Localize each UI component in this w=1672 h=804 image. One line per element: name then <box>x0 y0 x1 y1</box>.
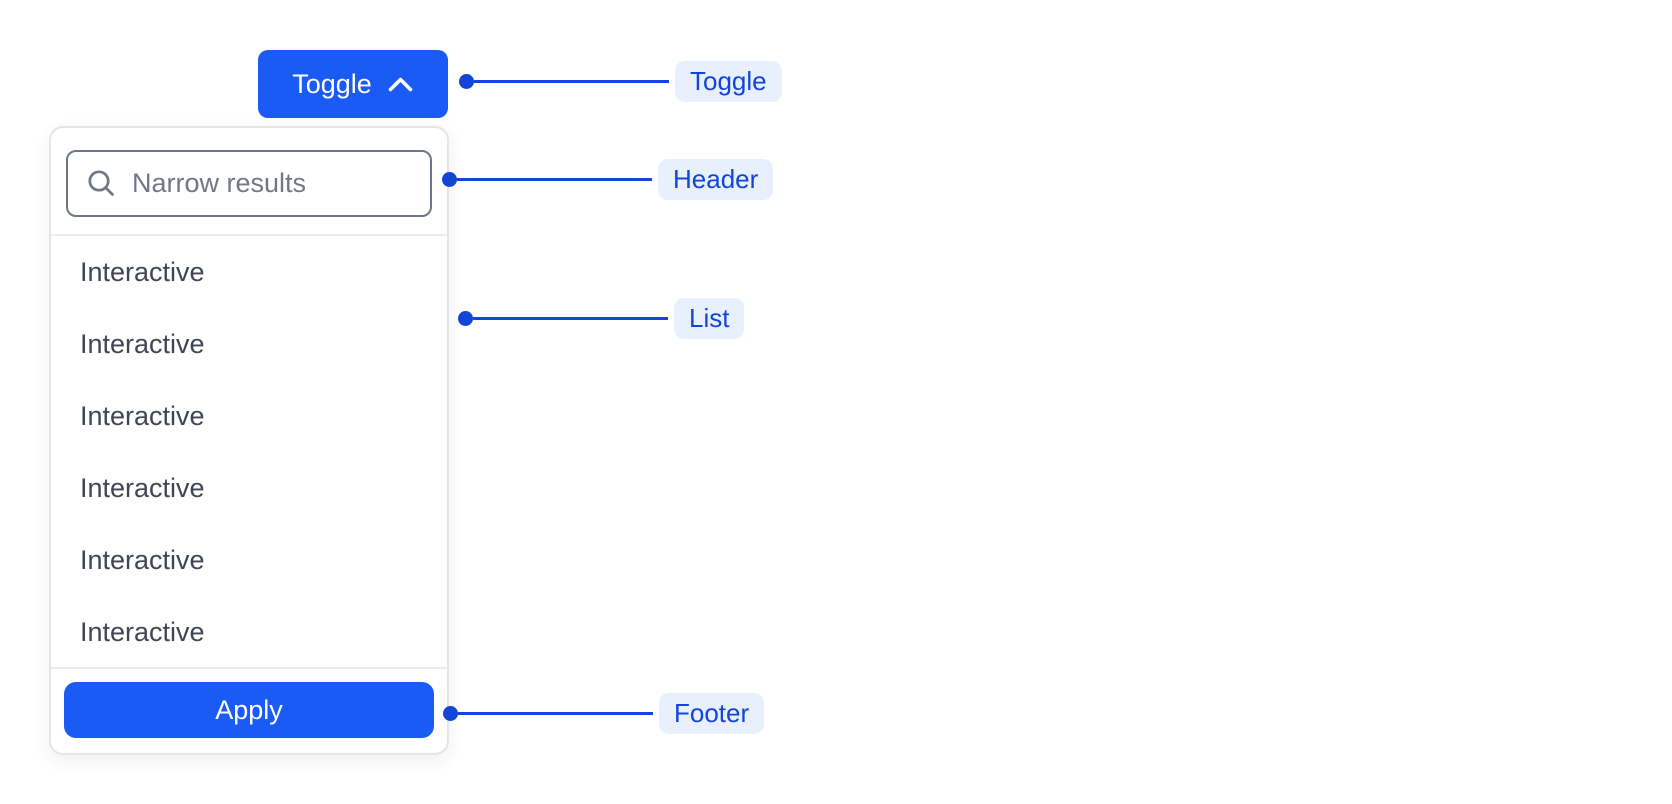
annotation-header: Header <box>442 158 774 200</box>
list-item[interactable]: Interactive <box>80 472 205 503</box>
search-input[interactable] <box>132 168 486 199</box>
header-divider <box>51 234 447 236</box>
annotation-label-list: List <box>674 297 745 339</box>
chevron-up-icon <box>387 76 414 93</box>
annotation-label-footer: Footer <box>659 692 765 734</box>
annotation-dot <box>458 310 473 326</box>
annotation-label-toggle: Toggle <box>675 60 782 102</box>
annotation-label-header: Header <box>658 158 774 200</box>
dropdown-footer: Apply <box>51 669 447 753</box>
list-item[interactable]: Interactive <box>80 544 205 575</box>
list-item[interactable]: Interactive <box>80 616 205 647</box>
search-icon <box>86 168 117 199</box>
footer-divider <box>51 667 447 669</box>
annotation-dot <box>459 73 474 89</box>
search-field[interactable] <box>66 150 486 217</box>
list-item[interactable]: Interactive <box>80 400 205 431</box>
toggle-button[interactable]: Toggle <box>258 50 448 118</box>
annotation-dot <box>442 171 457 187</box>
list-item[interactable]: Interactive <box>80 256 205 287</box>
annotation-footer: Footer <box>443 692 765 734</box>
dropdown-header <box>51 128 486 234</box>
annotation-list: List <box>458 297 745 339</box>
dropdown-panel: Interactive Interactive Interactive Inte… <box>49 126 486 755</box>
list-item[interactable]: Interactive <box>80 328 205 359</box>
toggle-button-label: Toggle <box>292 68 372 99</box>
annotation-line <box>473 316 668 320</box>
annotation-toggle: Toggle <box>459 60 782 102</box>
annotation-line <box>457 177 652 181</box>
annotation-dot <box>443 705 458 721</box>
annotation-line <box>474 79 669 83</box>
apply-button[interactable]: Apply <box>64 682 434 738</box>
options-list: Interactive Interactive Interactive Inte… <box>51 236 447 667</box>
annotation-line <box>458 711 653 715</box>
